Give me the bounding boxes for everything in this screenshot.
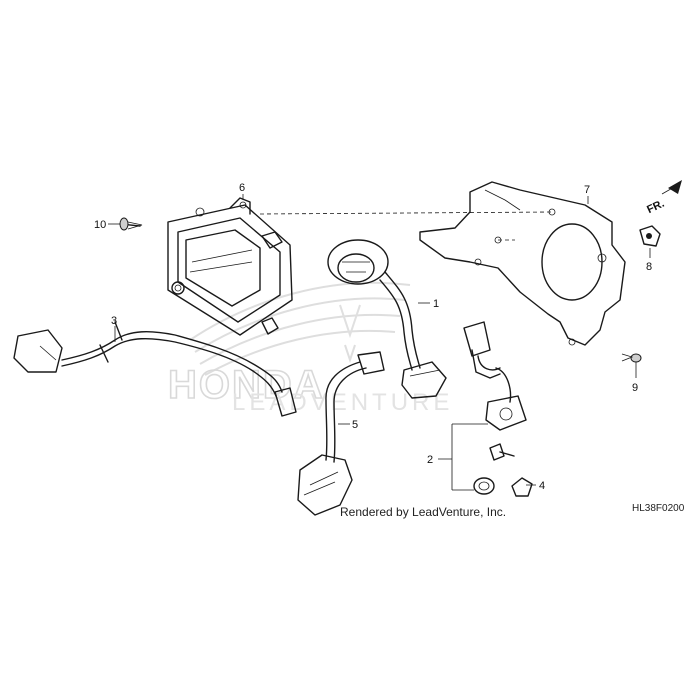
callout-9: 9 <box>632 382 638 394</box>
leader-lines <box>108 194 651 491</box>
part-7-meter-bracket[interactable] <box>419 181 626 346</box>
part-10-screw[interactable] <box>119 217 143 231</box>
honda-wing-logo <box>189 281 411 376</box>
callout-5: 5 <box>352 419 358 431</box>
callout-7: 7 <box>584 184 590 196</box>
watermark-honda: HONDA <box>168 363 325 407</box>
front-label: FR. <box>645 198 666 216</box>
callout-8: 8 <box>646 261 652 273</box>
callout-6: 6 <box>239 182 245 194</box>
callout-2: 2 <box>427 454 433 466</box>
callout-10: 10 <box>94 219 106 231</box>
part-4-cap[interactable] <box>511 477 533 497</box>
callout-4: 4 <box>539 480 545 492</box>
part-5-sub-harness[interactable] <box>297 351 385 516</box>
render-credit: Rendered by LeadVenture, Inc. <box>340 505 507 519</box>
watermark: HONDA LEADVENTURE <box>167 281 453 416</box>
part-1-socket-harness[interactable] <box>327 239 447 399</box>
part-3-sub-harness[interactable] <box>13 321 297 417</box>
watermark-leadventure: LEADVENTURE <box>232 389 453 416</box>
front-arrow: FR. <box>645 180 682 216</box>
callout-1: 1 <box>433 298 439 310</box>
part-8-clip[interactable] <box>639 225 661 247</box>
dash-link-6-7 <box>259 211 553 215</box>
part-9-screw[interactable] <box>621 353 642 363</box>
leader-2 <box>438 423 488 491</box>
callout-3: 3 <box>111 315 117 327</box>
part-2-ignition-switch[interactable] <box>463 321 527 495</box>
drawing-code: HL38F0200 <box>632 503 685 514</box>
part-6-meter[interactable] <box>167 197 293 336</box>
